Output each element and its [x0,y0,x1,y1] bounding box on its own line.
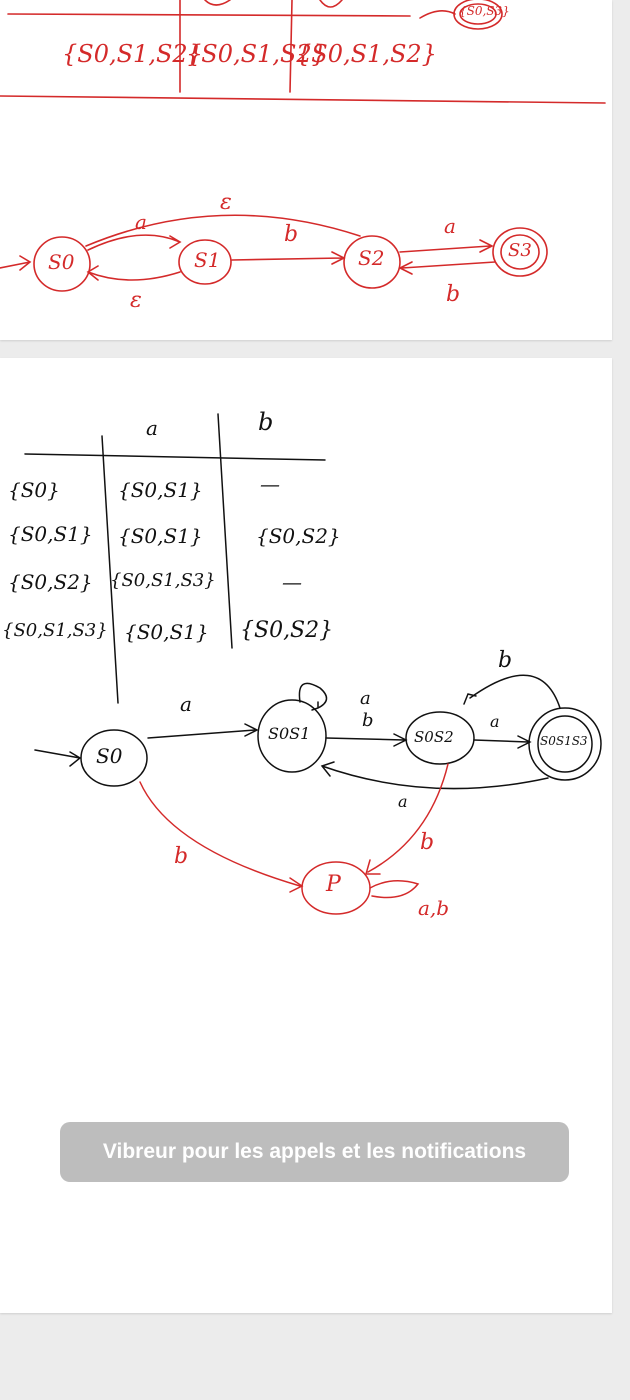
page1-row-cell-3: {S0,S1,S2} [296,40,437,68]
dfa-table-header-b: b [258,408,274,436]
dfa-table-col-line-1 [101,435,119,704]
page2-ink-layer [24,413,602,915]
nfa-edge-label-s2-s3: a [444,214,456,238]
dfa-table-state: {S0,S1,S3} [2,620,108,641]
note-page-1: {S0,S1,S2} {S0,S1,S2} {S0,S1,S2} {S0,S3}… [0,0,612,340]
dfa-state-q2 [405,711,475,765]
dfa-edge-q3-q1 [320,761,549,790]
nfa-edge-s1-s0 [86,265,181,281]
table-divider-2 [289,0,293,93]
nfa-edge-label-s0-s1: a [135,210,147,234]
dfa-edge-label-q0-q1: a [180,692,192,716]
header-a-fragment [204,0,231,6]
nfa-state-s2 [343,235,401,289]
dfa-table-b: — [282,570,302,594]
dfa-table-b: {S0,S2} [240,618,334,643]
nfa-edge-s0-s1 [87,234,182,251]
nfa-edge-s1-s2 [231,251,346,265]
nfa-edge-label-s3-s2: b [446,282,461,307]
corner-state-inner [459,3,497,25]
dfa-start-arrow [34,749,82,767]
nfa-edge-label-s1-s2: b [284,222,299,247]
corner-state-label: {S0,S3} [459,4,510,18]
nfa-label-s2: S2 [358,246,385,270]
nfa-edge-s2-s3 [399,239,494,253]
dfa-label-q0: S0 [96,744,123,768]
dfa-edge-label-q2-trap: b [420,830,435,855]
nfa-start-arrow [0,255,32,271]
dfa-table-a: {S0,S1} [118,524,203,548]
dfa-edge-q1-loop [298,682,328,711]
dfa-state-q3-outer [528,707,602,781]
dfa-table-a: {S0,S1,S3} [110,570,216,591]
dfa-table-b: — [260,472,280,496]
dfa-table-a: {S0,S1} [118,478,203,502]
nfa-edge-s0-s2-top [85,214,361,247]
nfa-label-s1: S1 [194,248,221,272]
corner-state-outer [453,0,503,30]
dfa-edge-q2-trap [365,763,449,875]
dfa-edge-label-trap-loop: a,b [418,896,450,920]
dfa-label-q2: S0S2 [414,728,454,746]
nfa-state-s3-inner [500,234,540,270]
dfa-edge-q3-q2 [463,674,561,709]
nfa-edge-s3-s2 [398,261,496,275]
dfa-edge-label-q3-q1: a [398,792,408,811]
nfa-label-s3: S3 [508,240,532,261]
nfa-state-s0 [33,236,91,292]
dfa-table-state: {S0,S2} [8,570,93,594]
dfa-edge-label-q2-q3: a [490,712,500,731]
dfa-edge-label-q0-trap: b [174,844,189,869]
dfa-label-trap: P [326,872,341,897]
dfa-table-state: {S0,S1} [8,522,93,546]
nfa-edge-label-s0-s2: ε [220,190,232,215]
nfa-label-s0: S0 [48,250,75,274]
dfa-edge-q0-trap [139,781,304,893]
dfa-label-q3: S0S1S3 [540,734,588,748]
dfa-table-a: {S0,S1} [124,620,209,644]
dfa-edge-trap-loop [369,880,420,899]
dfa-table-col-line-2 [217,413,233,649]
nfa-edge-label-s1-s0: ε [130,288,142,313]
nfa-state-s1 [178,239,232,285]
corner-arrow [419,10,456,19]
table-top-line [7,13,411,17]
dfa-table-state: {S0} [8,478,60,502]
page1-separator-line [0,95,606,104]
page1-ink-layer [0,0,606,292]
page1-row-cell-1: {S0,S1,S2} [62,40,203,68]
dfa-edge-q0-q1 [147,723,259,739]
header-b-fragment [319,0,343,8]
dfa-state-q3-inner [537,715,593,773]
dfa-table-b: {S0,S2} [256,524,341,548]
dfa-table-header-a: a [146,416,158,440]
nfa-state-s3-outer [492,227,548,277]
vibrate-toast: Vibreur pour les appels et les notificat… [60,1122,569,1182]
dfa-state-q1 [257,699,327,773]
dfa-edge-q1-q2 [325,733,408,747]
dfa-edge-label-q3-q2: b [498,648,513,673]
dfa-edge-q2-q3 [473,735,532,749]
dfa-table-header-line [24,453,326,461]
page1-row-cell-2: {S0,S1,S2} [186,40,327,68]
dfa-edge-label-q1-q2: b [362,710,374,731]
dfa-edge-label-q1-loop: a [360,688,371,709]
toast-text: Vibreur pour les appels et les notificat… [102,1140,527,1163]
dfa-label-q1: S0S1 [268,724,311,743]
